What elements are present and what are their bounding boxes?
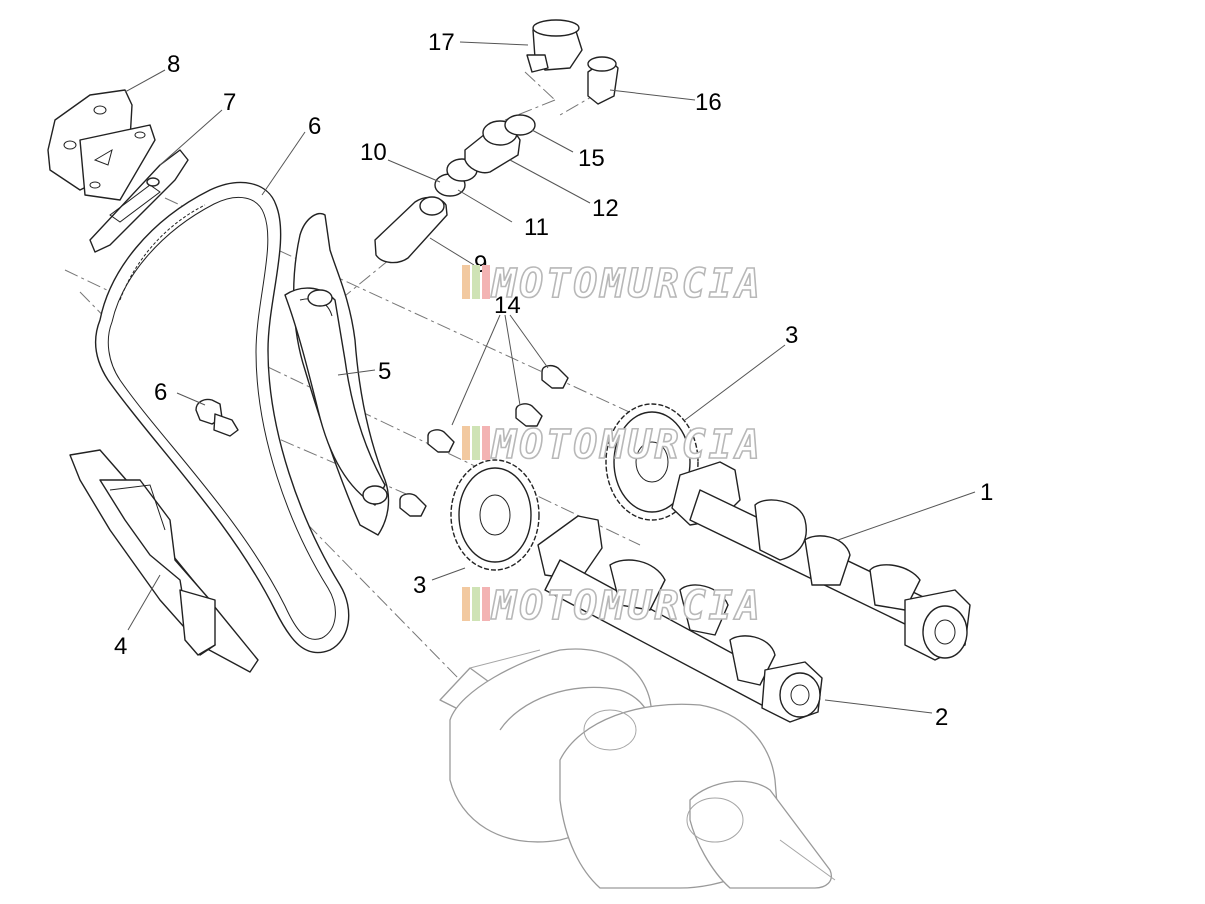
watermark-stripe <box>472 265 480 299</box>
cam-sprocket-lower <box>450 459 540 571</box>
watermark-stripe <box>462 265 470 299</box>
cap-screw <box>587 56 619 105</box>
callout-11: 10 <box>360 139 387 166</box>
callout-4: 4 <box>114 633 127 660</box>
tensioner-slider <box>284 212 390 536</box>
pivot-bolt <box>195 398 239 437</box>
watermark-stripe <box>482 265 490 299</box>
callout-3-lower: 3 <box>413 572 426 599</box>
watermark-bottom: MOTOMURCIA <box>462 582 763 630</box>
leader-lines <box>124 41 976 714</box>
callout-2: 2 <box>935 704 948 731</box>
watermark-top: MOTOMURCIA <box>462 260 763 308</box>
callout-5: 5 <box>378 358 391 385</box>
callout-7: 6 <box>308 113 321 140</box>
camshaft-lower <box>537 515 823 723</box>
watermark-stripe <box>482 426 490 460</box>
chain-guide <box>69 449 259 673</box>
watermark-middle: MOTOMURCIA <box>462 421 763 469</box>
watermark-stripe <box>462 426 470 460</box>
watermark-text: MOTOMURCIA <box>490 422 763 468</box>
watermark-stripe <box>472 426 480 460</box>
sprocket-bolts <box>399 364 569 517</box>
watermark-text: MOTOMURCIA <box>490 261 763 307</box>
callout-8: 7 <box>223 89 236 116</box>
watermark-stripe <box>482 587 490 621</box>
callout-labels: 17 8 7 16 6 10 15 12 11 9 14 3 5 6 1 3 4… <box>114 29 993 731</box>
watermark-text: MOTOMURCIA <box>490 583 763 629</box>
callout-14: 14 <box>494 292 521 319</box>
callout-3-upper: 3 <box>785 322 798 349</box>
callout-16: 16 <box>695 89 722 116</box>
crankshaft-ghost <box>439 648 836 889</box>
callout-9: 8 <box>167 51 180 78</box>
tensioner-cap <box>526 19 583 73</box>
tensioner-assembly <box>374 114 536 264</box>
callout-13: 12 <box>592 195 619 222</box>
callout-17: 17 <box>428 29 455 56</box>
callout-15: 15 <box>578 145 605 172</box>
camshaft-upper <box>671 461 971 661</box>
cam-sprocket-upper <box>605 403 699 521</box>
watermark-stripe <box>472 587 480 621</box>
guide-bracket <box>47 89 156 201</box>
callout-12: 11 <box>524 214 549 241</box>
watermark-stripe <box>462 587 470 621</box>
callout-6: 6 <box>154 379 167 406</box>
callout-1: 1 <box>980 479 993 506</box>
